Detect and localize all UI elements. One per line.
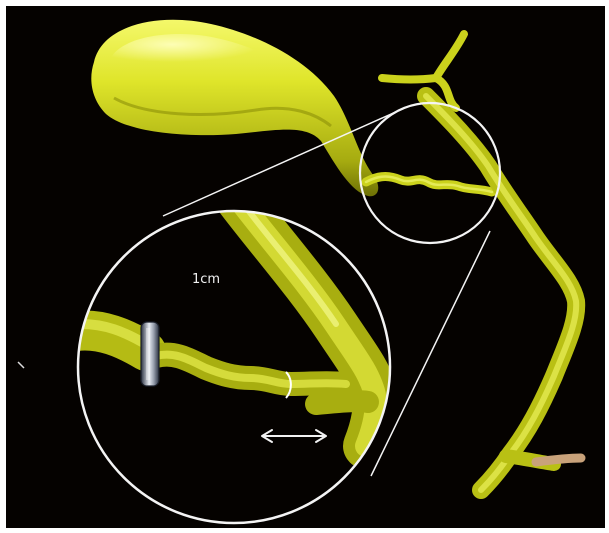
surgical-clip-icon [141, 322, 159, 386]
measurement-label: 1cm [192, 272, 220, 287]
illustration-canvas: 1cm [6, 6, 605, 528]
anatomy-illustration: 1cm [6, 6, 605, 528]
